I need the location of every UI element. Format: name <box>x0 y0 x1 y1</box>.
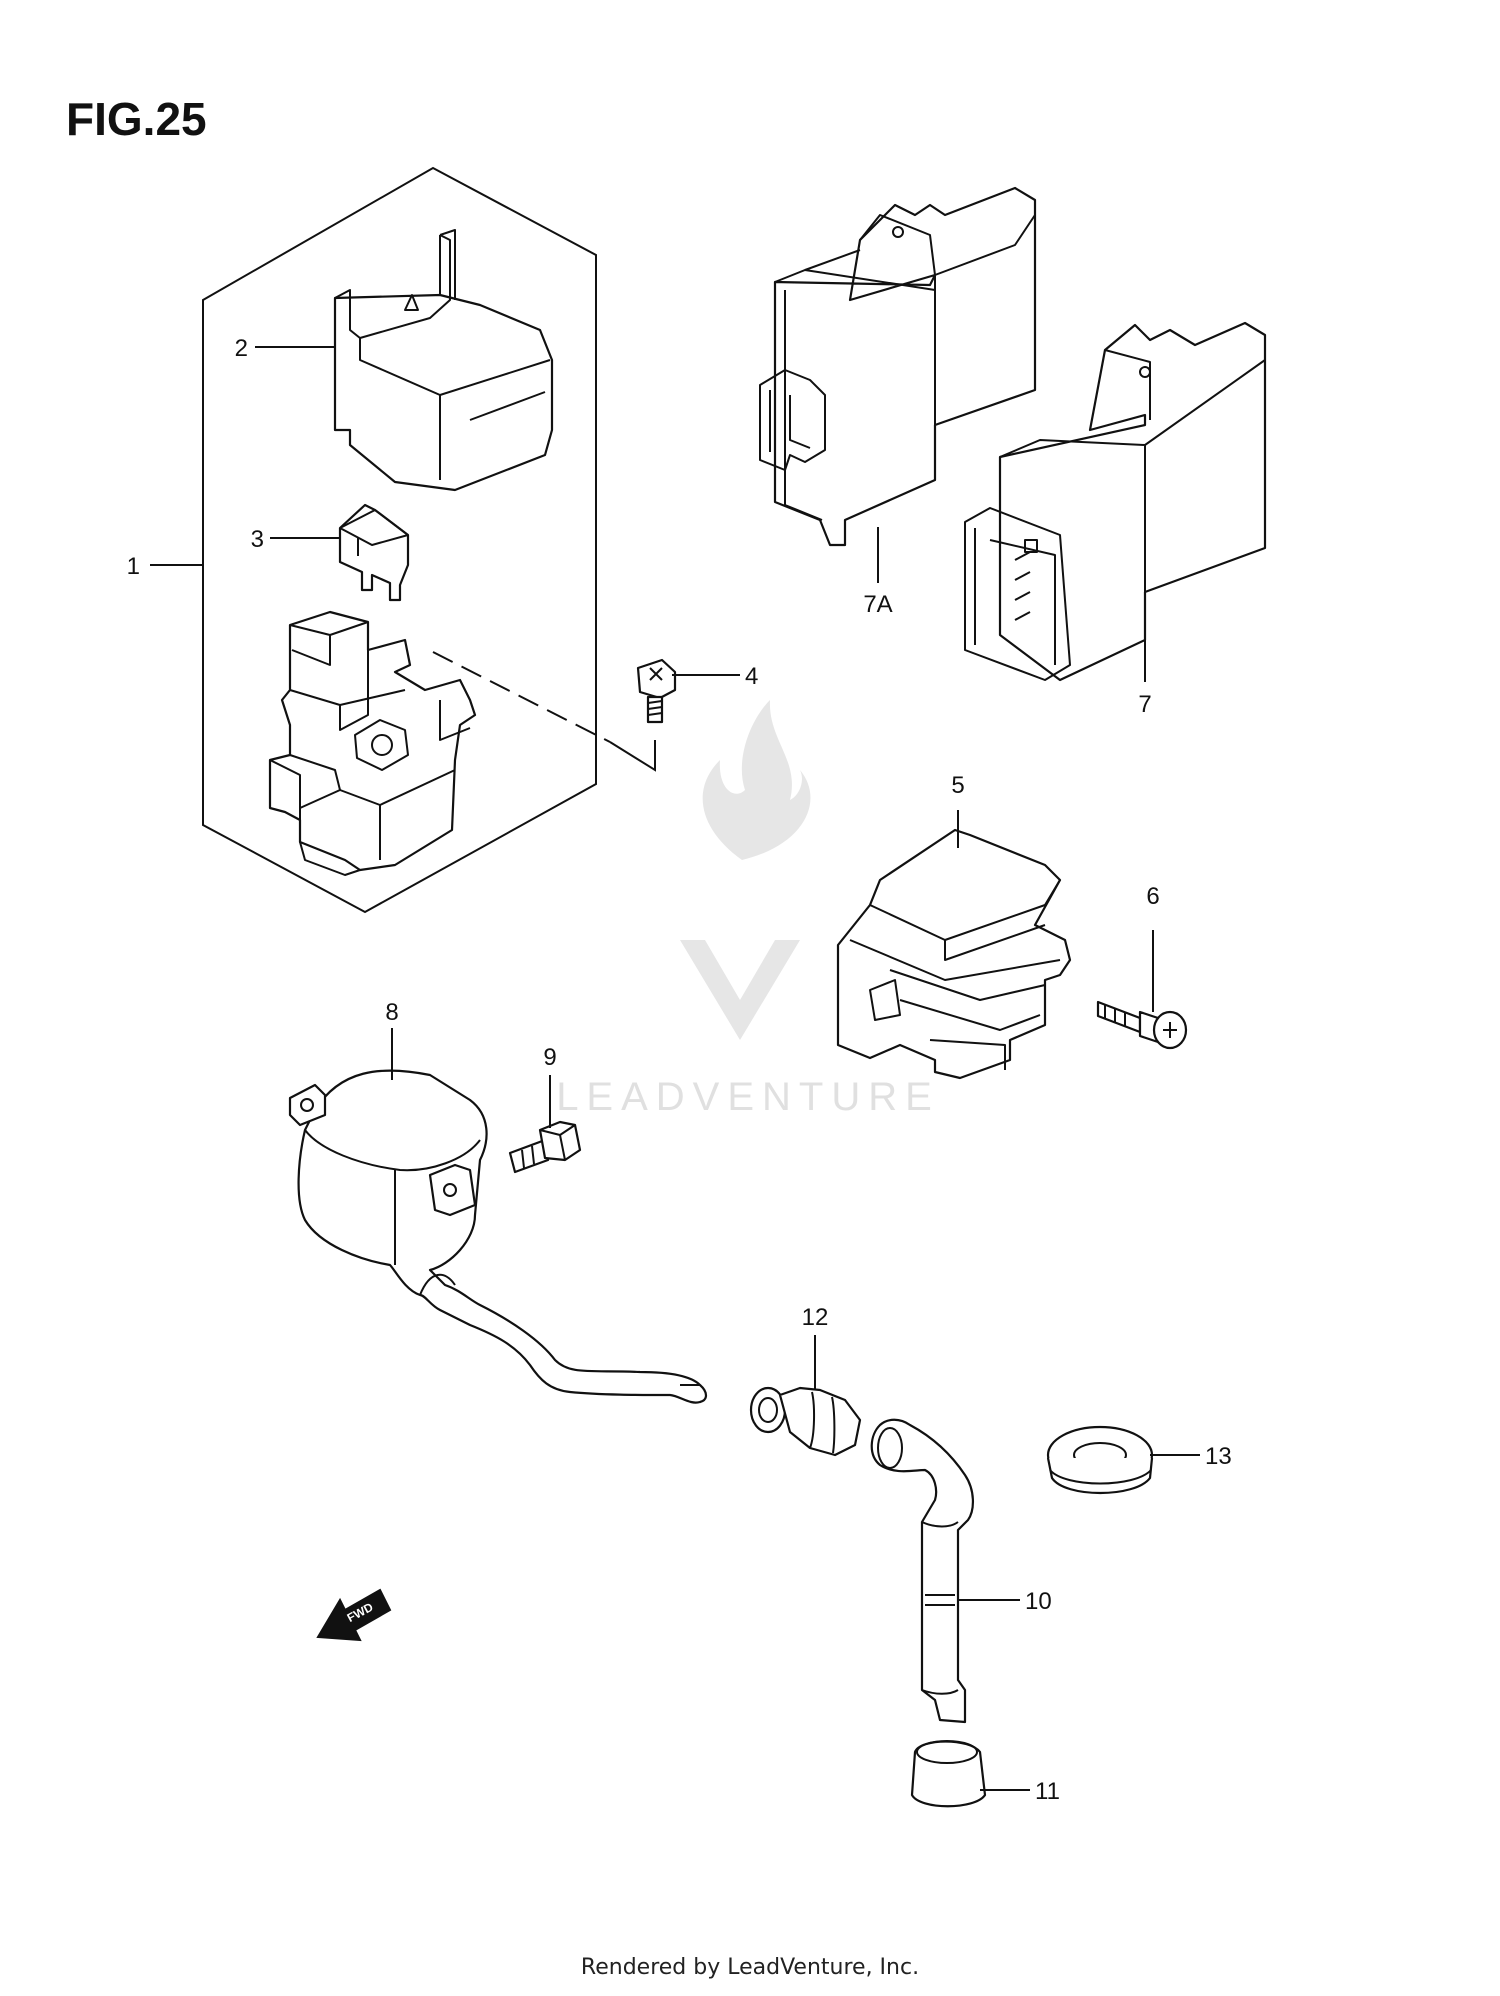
part-13-grommet <box>1046 1425 1154 1494</box>
part-1-starter-relay <box>268 610 477 876</box>
part-11-cap <box>910 1740 987 1808</box>
flame-logo-icon <box>702 700 811 860</box>
leader-lines <box>150 346 1200 1791</box>
callout-11: 11 <box>1035 1778 1060 1805</box>
callout-12: 12 <box>802 1304 829 1331</box>
watermark: LEADVENTURE <box>556 700 940 1119</box>
callout-8: 8 <box>385 999 398 1026</box>
callout-5: 5 <box>951 772 964 799</box>
part-5-rectifier <box>836 828 1072 1080</box>
callout-13: 13 <box>1205 1443 1232 1470</box>
fwd-arrow-icon: FWD <box>316 1588 392 1642</box>
callout-labels: 1 2 3 4 5 6 7 7A 8 9 10 11 12 13 <box>127 335 1232 1805</box>
part-12-seal <box>749 1386 862 1457</box>
callout-3: 3 <box>251 526 264 553</box>
part-8-ignition-coil <box>288 1069 708 1404</box>
footer-credit: Rendered by LeadVenture, Inc. <box>580 1955 920 1980</box>
figure-title: FIG.25 <box>66 93 207 145</box>
kit-1-outline <box>202 166 597 914</box>
callout-1: 1 <box>127 553 140 580</box>
connector-dashed-line <box>432 651 611 743</box>
part-2-relay-cover <box>333 229 554 492</box>
callout-4: 4 <box>745 663 758 690</box>
callout-9: 9 <box>543 1044 556 1071</box>
part-3-fuse <box>338 503 410 602</box>
callout-10: 10 <box>1025 1588 1052 1615</box>
connector-line <box>609 740 656 772</box>
part-7a-cdi-unit <box>759 186 1037 547</box>
watermark-text: LEADVENTURE <box>556 1075 940 1119</box>
callout-6: 6 <box>1146 883 1159 910</box>
part-4-screw <box>636 658 677 724</box>
part-6-bolt <box>1096 1000 1188 1050</box>
callout-7: 7 <box>1138 691 1151 718</box>
part-9-bolt <box>508 1120 582 1174</box>
part-7-regulator <box>964 321 1267 682</box>
callout-2: 2 <box>235 335 248 362</box>
callout-7a: 7A <box>863 591 892 618</box>
part-10-plug-cap <box>870 1418 974 1724</box>
